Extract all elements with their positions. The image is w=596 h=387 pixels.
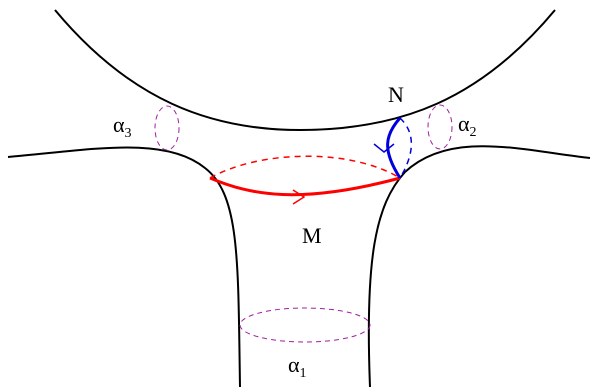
alpha2-subscript: 2 [470, 125, 477, 140]
curve-m-front [209, 176, 401, 197]
alpha3-circle [154, 105, 180, 151]
boundary-circles [154, 104, 453, 343]
alpha2-symbol: α [458, 111, 470, 136]
curve-m [209, 155, 401, 205]
curve-n-arrow [373, 143, 395, 153]
right-boundary-curve [367, 145, 591, 387]
curve-n-back-dashed [399, 117, 413, 179]
curve-n [373, 117, 413, 179]
label-alpha3: α3 [113, 112, 132, 141]
alpha1-subscript: 1 [300, 366, 307, 381]
alpha2-circle [427, 104, 453, 150]
curve-n-front [386, 117, 402, 179]
top-boundary-curve [54, 9, 556, 132]
left-boundary-curve [7, 146, 241, 387]
surface-outline [7, 9, 591, 387]
alpha3-subscript: 3 [125, 126, 132, 141]
label-m: M [302, 223, 322, 248]
curve-m-back-dashed [209, 155, 401, 179]
label-n: N [388, 82, 404, 107]
alpha3-symbol: α [113, 112, 125, 137]
alpha1-symbol: α [288, 352, 300, 377]
alpha1-circle [239, 307, 371, 343]
labels: N M α3 α2 α1 [113, 82, 477, 381]
label-alpha1: α1 [288, 352, 307, 381]
curve-m-arrow [292, 189, 306, 205]
label-alpha2: α2 [458, 111, 477, 140]
